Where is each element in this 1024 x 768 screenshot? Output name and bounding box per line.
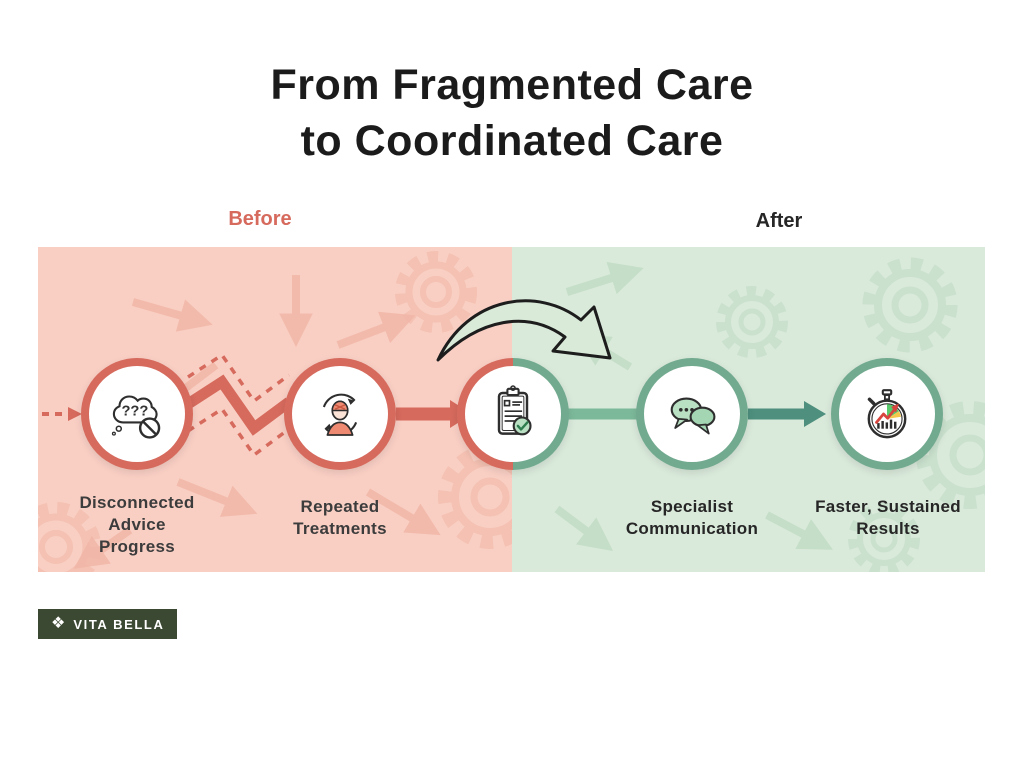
after-label: After [755,210,803,232]
confused-thought-bubble-icon: ??? [111,395,161,439]
brand-logo: ❖ VITA BELLA [38,609,178,639]
step-circle-care-plan [457,358,569,470]
brand-logo-text: VITA BELLA [73,616,165,632]
step-circle-faster-results [831,358,943,470]
repeated-treatment-cycle-icon [322,393,358,436]
step-circle-disconnected: ??? [81,358,193,470]
step-label-disconnected: Disconnected Advice Progress [79,493,195,556]
chat-bubbles-icon [670,397,716,435]
background-pattern-before-arrows-gears [38,251,512,572]
step-label-faster-results: Faster, Sustained Results [815,497,961,538]
gear-decoration [716,286,788,358]
gear-decoration [862,257,958,353]
step-circle-specialist-communication [636,358,748,470]
before-label: Before [228,208,292,230]
page-title: From Fragmented Care to Coordinated Care [0,58,1024,170]
vita-bella-mark-icon: ❖ [51,615,66,632]
checkmark-circle-icon [512,416,532,436]
stopwatch-results-icon [867,389,907,439]
gear-decoration [395,251,477,333]
step-circle-repeated-treatments [284,358,396,470]
question-marks-text: ??? [121,403,148,419]
title-line-1: From Fragmented Care [270,61,754,109]
gear-decoration [916,401,985,509]
gear-decoration [848,503,920,572]
step-label-specialist-communication: Specialist Communication [625,497,759,538]
title-line-2: to Coordinated Care [300,116,724,165]
clipboard-checklist-icon [497,385,532,436]
step-label-repeated-treatments: Repeated Treatments [293,497,387,538]
